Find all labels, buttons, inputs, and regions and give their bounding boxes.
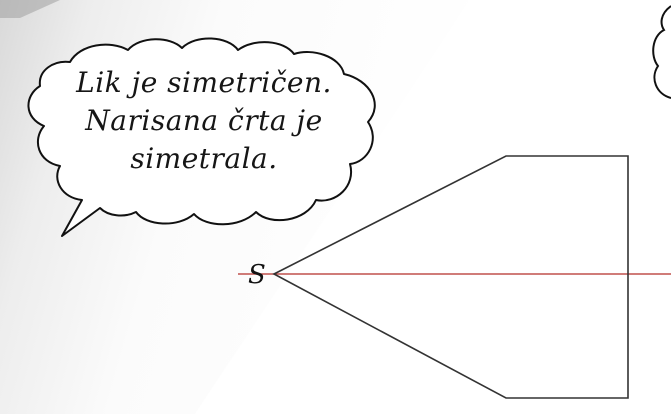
bubble-line-3: simetrala. [130, 142, 278, 175]
speech-bubble-text: Lik je simetričen. Narisana črta je sime… [34, 64, 374, 178]
symmetric-shape [272, 155, 629, 399]
speech-bubble-partial [652, 5, 671, 99]
bubble-line-2: Narisana črta je [85, 104, 323, 137]
vertex-label-s: S [248, 260, 266, 290]
speech-bubble [27, 37, 376, 237]
bubble-line-1: Lik je simetričen. [76, 66, 332, 99]
